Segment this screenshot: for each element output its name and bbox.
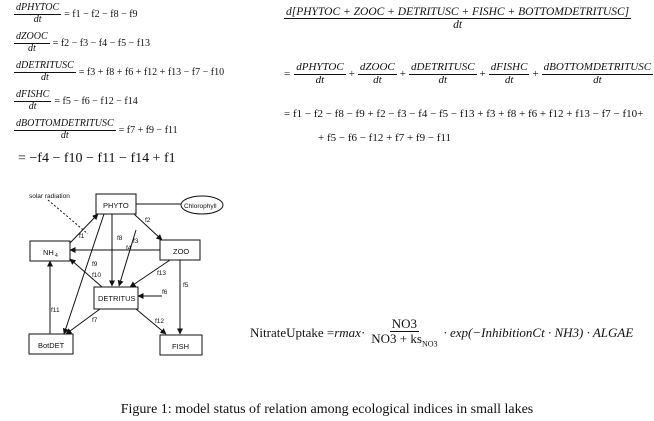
fraction-numerator: dPHYTOC [14, 2, 62, 15]
node-botdet-box [28, 333, 74, 355]
fraction-denominator: dt [33, 13, 42, 25]
plus-sign: + [348, 68, 355, 81]
equation-rhs: = f5 − f6 − f12 − f14 [54, 95, 138, 107]
plus-sign: + [399, 68, 406, 81]
nitrate-rmax: rmax [334, 324, 361, 340]
sum-numerator: d[PHYTOC + ZOOC + DETRITUSC + FISHC + BO… [284, 6, 632, 20]
flow-label-f10: f10 [92, 272, 101, 279]
equation-rhs: = f7 + f9 − f11 [118, 124, 178, 136]
node-nh4: NH [43, 248, 54, 257]
nitrate-tail: · exp(−InhibitionCt · NH3) · ALGAE [443, 324, 634, 340]
node-chlorophyll-ellipse [180, 195, 224, 215]
flow-label-f11: f11 [51, 307, 60, 314]
sum-fraction: d[PHYTOC + ZOOC + DETRITUSC + FISHC + BO… [284, 6, 632, 32]
edge-f9 [62, 213, 105, 335]
plus-sign: + [479, 68, 486, 81]
plus-sign: + [532, 68, 539, 81]
term-numerator: dDETRITUSC [408, 61, 477, 75]
flow-label-f4: f4 [126, 245, 132, 252]
equation-final-line: = −f4 − f10 − f11 − f14 + f1 [18, 151, 176, 166]
term-numerator: dPHYTOC [294, 61, 346, 75]
expansion-line-1: = f1 − f2 − f8 − f9 + f2 − f3 − f4 − f5 … [284, 108, 644, 120]
term-numerator: dFISHC [488, 61, 530, 75]
fraction-numerator: dBOTTOMDETRITUSC [14, 118, 116, 131]
edge-f3 [117, 229, 137, 287]
equation-rhs: = f2 − f3 − f4 − f5 − f13 [52, 37, 151, 49]
edge-f10 [69, 258, 103, 288]
node-chlorophyll: Chlorophyll [184, 203, 217, 210]
node-botdet: BotDET [38, 341, 65, 350]
sum-denominator: dt [453, 19, 463, 32]
flow-label-f9: f9 [92, 261, 98, 268]
edge-f7 [65, 308, 101, 335]
equation-rhs: = f3 + f8 + f6 + f12 + f13 − f7 − f10 [78, 66, 225, 78]
fraction-denominator: dt [60, 129, 69, 141]
edge-f2 [133, 213, 163, 241]
flow-label-f8: f8 [117, 235, 123, 242]
node-nh4-subscript: 4 [55, 253, 58, 259]
flow-label-f2: f2 [145, 217, 151, 224]
term-numerator: dZOOC [357, 61, 397, 75]
nitrate-numerator: NO3 [389, 316, 420, 332]
edge-f12 [135, 308, 167, 335]
nitrate-lhs: NitrateUptake = [250, 324, 335, 340]
flow-label-f13: f13 [157, 270, 166, 277]
flow-label-f5: f5 [183, 282, 189, 289]
term-denominator: dt [315, 73, 325, 86]
flow-label-f3: f3 [133, 238, 139, 245]
term-denominator: dt [593, 73, 602, 86]
equation-rhs: = f1 − f2 − f8 − f9 [64, 8, 138, 20]
flow-label-f6: f6 [162, 289, 168, 296]
node-detritus: DETRITUS [98, 294, 136, 303]
flow-label-f7: f7 [92, 317, 98, 324]
fraction-numerator: dFISHC [14, 89, 52, 102]
term-denominator: dt [504, 73, 514, 86]
fraction-denominator: dt [27, 42, 36, 54]
figure-caption: Figure 1: model status of relation among… [120, 402, 534, 417]
node-phyto: PHYTO [103, 201, 129, 210]
flow-label-f12: f12 [155, 318, 164, 325]
expansion-line-2: + f5 − f6 − f12 + f7 + f9 − f11 [318, 132, 452, 144]
fraction-denominator: dt [28, 100, 37, 112]
node-fish: FISH [172, 342, 189, 351]
solar-radiation-label: solar radiation [29, 193, 70, 200]
fraction-numerator: dDETRITUSC [14, 60, 76, 73]
nitrate-dot: · [360, 324, 366, 340]
node-fish-box [159, 334, 203, 356]
nitrate-denominator: NO3 + ksNO3 [371, 330, 438, 349]
node-zoo: ZOO [173, 247, 189, 256]
nitrate-uptake-equation: NitrateUptake = rmax · NO3 NO3 + ksNO3 ·… [250, 317, 633, 349]
nitrate-denominator-subscript: NO3 [421, 339, 438, 349]
term-numerator: dBOTTOMDETRITUSC [541, 61, 654, 75]
fraction-numerator: dZOOC [14, 31, 50, 44]
solar-radiation-line [47, 199, 89, 235]
term-denominator: dt [373, 73, 382, 86]
flow-label-f1: f1 [79, 233, 85, 240]
edge-f13 [129, 259, 171, 288]
edge-f1 [69, 213, 99, 244]
term-denominator: dt [438, 73, 448, 86]
fraction-denominator: dt [41, 71, 49, 83]
equals-sign: = [284, 68, 291, 81]
